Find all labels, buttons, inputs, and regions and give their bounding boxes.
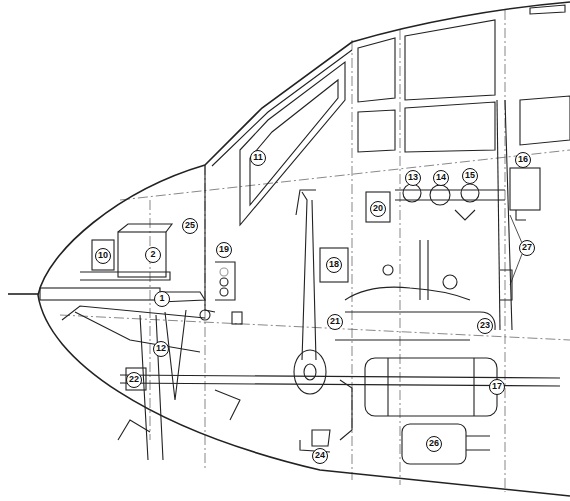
callout-number: 25 (182, 218, 198, 234)
callout-number: 23 (477, 318, 493, 334)
callout-number: 26 (426, 436, 442, 452)
callout-number: 2 (145, 247, 161, 263)
callout-number: 13 (405, 170, 421, 186)
callout-number: 14 (433, 170, 449, 186)
callout-number: 22 (126, 372, 142, 388)
callout-number: 12 (153, 341, 169, 357)
callout-number: 1 (154, 291, 170, 307)
callout-number: 11 (250, 150, 266, 166)
callout-number: 24 (312, 448, 328, 464)
callout-number: 20 (370, 201, 386, 217)
callout-number: 10 (95, 248, 111, 264)
callout-number: 15 (462, 168, 478, 184)
callout-number: 18 (326, 257, 342, 273)
callout-number: 21 (327, 314, 343, 330)
callout-number: 19 (216, 242, 232, 258)
callout-number: 16 (515, 152, 531, 168)
callout-number: 17 (489, 379, 505, 395)
callout-number: 27 (519, 240, 535, 256)
